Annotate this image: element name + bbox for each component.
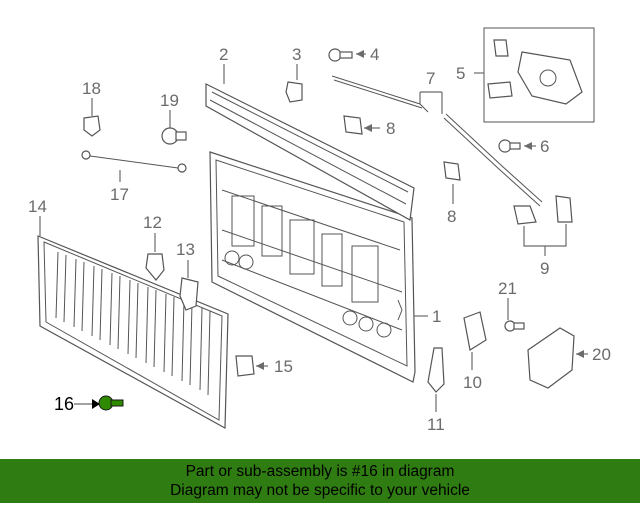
callout-14: 14 [28, 197, 47, 216]
callout-7: 7 [426, 69, 435, 88]
callout-4: 4 [370, 45, 379, 64]
bolt-21 [504, 320, 525, 332]
support-cable-17 [81, 150, 187, 173]
callout-16: 16 [54, 394, 74, 414]
callout-3: 3 [292, 45, 301, 64]
screw-6 [498, 139, 521, 153]
callout-8-lower: 8 [447, 207, 456, 226]
tailgate-top-cap [205, 83, 415, 221]
callout-21: 21 [498, 279, 517, 298]
callout-8-upper: 8 [386, 119, 395, 138]
bumper-8-lower [443, 161, 461, 181]
hinge-11 [427, 347, 445, 393]
leader-lines [39, 53, 588, 412]
callout-9: 9 [540, 259, 549, 278]
callout-18: 18 [82, 79, 101, 98]
callout-6: 6 [540, 137, 549, 156]
hinge-bracket-20 [527, 327, 575, 389]
clip-18 [83, 115, 101, 137]
leader-arrowheads [92, 50, 584, 409]
lock-assembly-5 [483, 27, 595, 123]
banner-line-2: Diagram may not be specific to your vehi… [170, 482, 470, 499]
callout-20: 20 [592, 345, 611, 364]
bumper-8-upper [343, 115, 363, 135]
bracket-13 [179, 277, 199, 311]
callout-15: 15 [274, 357, 293, 376]
stopper-15 [235, 355, 255, 377]
bushing-12 [145, 253, 165, 281]
tailgate-outer-panel [37, 235, 229, 430]
callout-11: 11 [427, 415, 445, 434]
latches-9 [513, 195, 573, 225]
screw-4 [328, 48, 353, 62]
pivot-19 [161, 127, 187, 145]
callout-1: 1 [432, 307, 441, 326]
banner-line-1: Part or sub-assembly is #16 in diagram [185, 463, 455, 480]
clip-3 [285, 81, 303, 103]
info-banner: Part or sub-assembly is #16 in diagram D… [0, 459, 640, 503]
callout-12: 12 [143, 213, 162, 232]
callout-10: 10 [463, 373, 482, 392]
bolt-16-highlighted [98, 395, 124, 411]
release-rods-7 [331, 75, 543, 207]
tailgate-inner-frame [209, 151, 416, 383]
callout-2: 2 [219, 45, 228, 64]
callout-5: 5 [456, 64, 465, 83]
callout-13: 13 [176, 240, 195, 259]
hinge-bracket-10 [463, 311, 487, 351]
parts-diagram: 1 2 3 4 5 6 7 8 8 9 10 11 12 13 14 15 16… [28, 27, 611, 434]
callout-19: 19 [160, 91, 179, 110]
callout-17: 17 [110, 185, 129, 204]
